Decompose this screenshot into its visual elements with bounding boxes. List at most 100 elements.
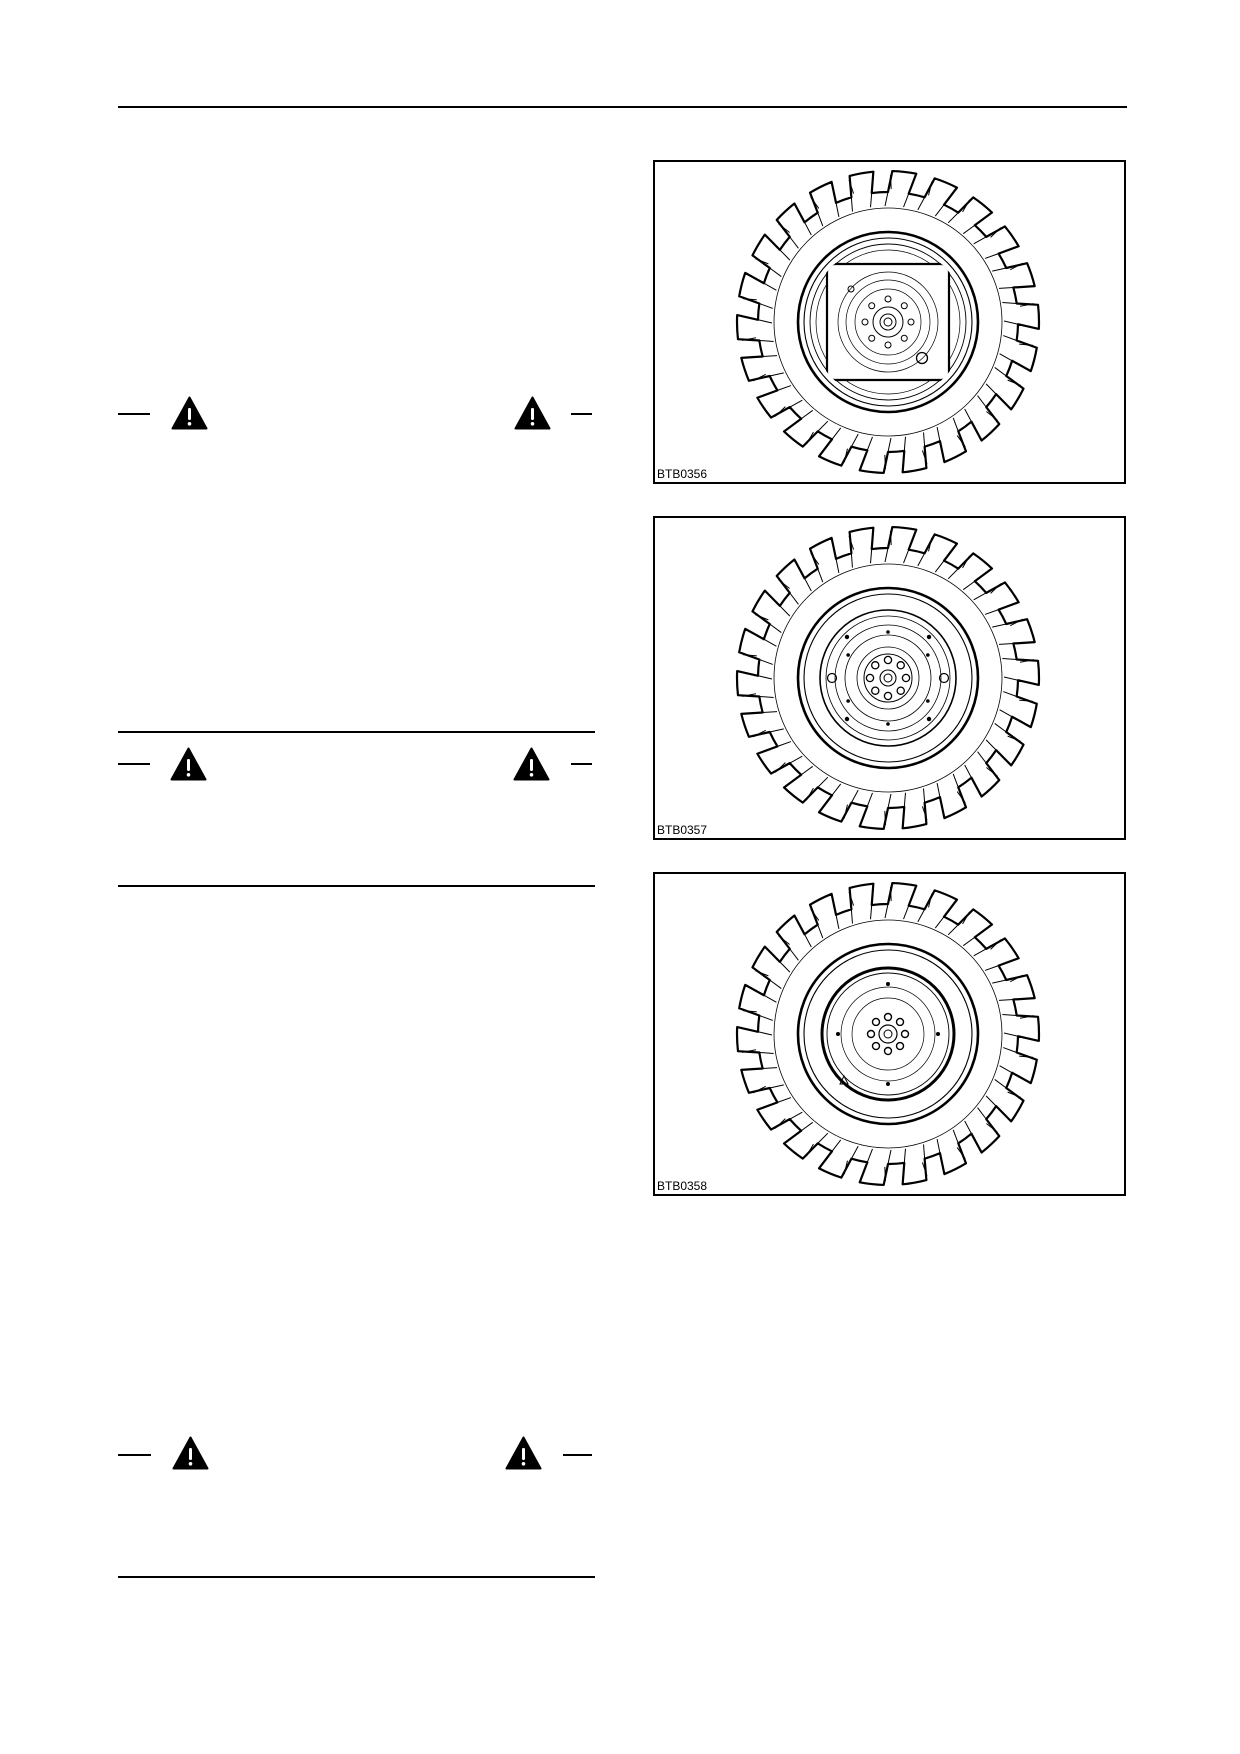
tread-lug-edge	[903, 432, 928, 464]
wheel-bolt	[883, 1012, 893, 1022]
tread-lug-edge	[985, 723, 1021, 751]
figure-box: BTB0358	[653, 872, 1126, 1196]
tread-lug-edge	[1002, 658, 1034, 681]
hub-center	[883, 317, 893, 327]
rim-outer-ring	[796, 942, 980, 1126]
disc-ring	[844, 634, 932, 722]
wheel-bolt	[844, 716, 850, 722]
warning-dash-left	[118, 763, 150, 765]
wheel-bolt	[896, 661, 905, 670]
wheel-bolt	[835, 1031, 840, 1036]
tread-lug-edge	[831, 1139, 859, 1175]
header-rule	[118, 106, 1127, 108]
section-rule	[118, 1576, 595, 1578]
disc-ring	[825, 615, 951, 741]
tread-lug-edge	[810, 552, 840, 583]
tread-lug-edge	[973, 583, 1002, 615]
wheel-bolts	[844, 634, 932, 722]
tread-lug-edge	[947, 199, 976, 235]
center-plate	[825, 262, 951, 382]
warning-dash-right	[571, 413, 592, 415]
tread-lug-edge	[964, 1107, 998, 1134]
wheel-bolt	[884, 341, 892, 349]
warning-triangle-icon	[514, 396, 551, 430]
wheel-bolt	[926, 699, 930, 703]
rim-outer-ring	[796, 586, 980, 770]
sidewall-line	[773, 207, 1003, 437]
tread-lug-edge	[778, 222, 812, 249]
disc-ring	[851, 997, 925, 1071]
wheel-bolt	[871, 1017, 881, 1027]
figure-label: BTB0356	[657, 467, 708, 481]
wheel-bolt	[871, 661, 880, 670]
tread-lug-edge	[742, 638, 777, 665]
tread-lug-edge	[992, 618, 1023, 645]
wheel-bolt	[886, 630, 890, 634]
tread-lug-edge	[755, 961, 791, 989]
wheel-bolt	[871, 1041, 881, 1051]
hub-center	[879, 313, 897, 331]
disc-ring	[820, 966, 956, 1102]
tread-lug-edge	[947, 555, 976, 591]
warning-dash-right	[571, 763, 592, 765]
tread-lug-edge	[848, 536, 873, 568]
tread-lug-edge	[742, 319, 774, 342]
tread-lug-edge	[742, 282, 777, 309]
sidewall-line	[773, 563, 1003, 793]
tread-lug-edge	[774, 385, 803, 417]
wheel-bolt	[884, 295, 892, 303]
disc-ring	[819, 609, 957, 747]
plate-hole	[915, 351, 929, 365]
wheel-bolt	[866, 1029, 876, 1039]
tread-lug-edge	[753, 711, 784, 738]
wheel-bolt	[885, 1081, 890, 1086]
wheel-bolt	[883, 691, 893, 701]
disc-ring	[826, 972, 950, 1096]
tread-lug-edge	[866, 436, 892, 470]
wheel-bolt	[883, 1046, 893, 1056]
wheel-rim	[796, 230, 980, 414]
disc-hole	[826, 672, 838, 684]
tread-lug-edge	[936, 773, 966, 804]
warning-triangle-icon	[171, 396, 208, 430]
tread-lug-edge	[992, 974, 1023, 1001]
figure-box: BTB0356	[653, 160, 1126, 484]
tread-lug-edge	[800, 409, 829, 445]
tread-lug-edge	[985, 367, 1021, 395]
tread-lug-edge	[742, 994, 777, 1021]
wheel-bolt	[846, 699, 850, 703]
figure-box: BTB0357	[653, 516, 1126, 840]
tread-lug-edge	[848, 892, 873, 924]
tread-lug-edge	[800, 1121, 829, 1157]
hub-center	[883, 1029, 893, 1039]
tread-lug-edge	[999, 691, 1034, 718]
tread-lug-edge	[973, 227, 1002, 259]
wheel-bolts	[865, 655, 911, 701]
rim-inner-ring	[803, 593, 973, 763]
tread-lug-edge	[866, 1148, 892, 1182]
wheel-bolt	[926, 653, 930, 657]
tread-lug-edge	[1002, 302, 1034, 325]
tread-lug-edge	[831, 783, 859, 819]
tread-lug-edge	[903, 1144, 928, 1176]
wheel-bolt	[868, 334, 876, 342]
wheel-rim	[796, 586, 980, 770]
warning-dash-right	[563, 1454, 592, 1456]
disc-ring	[840, 986, 936, 1082]
wheel-bolts	[866, 1012, 910, 1056]
tread-lug-edge	[884, 886, 910, 920]
tread-lug-edge	[831, 427, 859, 463]
wheel-bolt	[900, 1029, 910, 1039]
wheel-rim	[796, 942, 980, 1126]
tread-lug-edge	[778, 578, 812, 605]
tread-lug-edge	[936, 1129, 966, 1160]
hub-center	[878, 1024, 898, 1044]
plate-hole	[847, 285, 855, 293]
plate-ring	[854, 288, 922, 356]
wheel-bolt	[846, 653, 850, 657]
rim-inner-ring	[803, 949, 973, 1119]
tire-icon	[735, 525, 1041, 831]
wheel-bolt	[926, 634, 932, 640]
figure-label: BTB0357	[657, 823, 708, 837]
tread-lug-edge	[884, 174, 910, 208]
